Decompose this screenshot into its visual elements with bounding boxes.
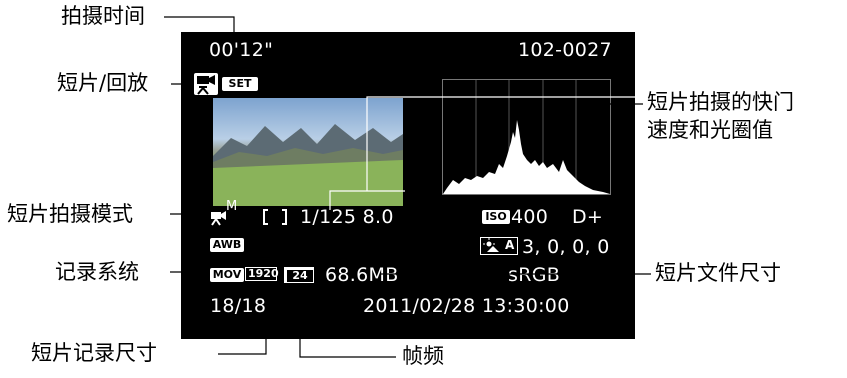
landscape-image	[213, 124, 403, 206]
iso-value: 400	[511, 206, 549, 228]
callout-movie-shooting-mode: 短片拍摄模式	[7, 202, 133, 226]
histogram-graph	[443, 80, 610, 194]
folder-file-number: 102-0027	[518, 39, 612, 61]
movie-mode-icon	[209, 204, 237, 226]
movie-camera-icon	[194, 73, 218, 95]
picture-style-values: 3, 0, 0, 0	[522, 236, 610, 258]
iso-badge: ISO	[482, 210, 510, 224]
callout-movie-file-size: 短片文件尺寸	[655, 261, 781, 285]
set-badge: SET	[222, 77, 258, 91]
callout-movie-playback: 短片/回放	[57, 71, 149, 95]
mov-badge: MOV	[210, 268, 244, 282]
highlight-tone-priority: D+	[572, 206, 604, 228]
movie-mode-suffix: M	[226, 199, 238, 214]
histogram	[442, 79, 611, 195]
callout-frame-rate: 帧频	[402, 344, 444, 368]
movie-thumbnail	[213, 98, 403, 206]
shutter-aperture-value: 1/125 8.0	[300, 206, 394, 228]
callout-movie-recording-size: 短片记录尺寸	[31, 341, 157, 365]
date-time: 2011/02/28 13:30:00	[363, 295, 570, 317]
picture-style-letter: A	[505, 238, 515, 252]
elapsed-time: 00'12"	[209, 39, 274, 61]
callout-shooting-time: 拍摄时间	[61, 4, 145, 28]
frame-rate-badge: 24	[284, 267, 314, 283]
recording-size-badge: 1920	[245, 267, 279, 281]
picture-style-icon: A	[480, 237, 518, 255]
frame-counter: 18/18	[210, 295, 267, 317]
callout-shutter-aperture-line1: 短片拍摄的快门	[647, 90, 794, 114]
file-size-value: 68.6MB	[325, 264, 399, 286]
callout-shutter-aperture-line2: 速度和光圈值	[647, 118, 773, 142]
metering-icon	[262, 208, 288, 226]
callout-recording-system: 记录系统	[55, 260, 139, 284]
white-balance-badge: AWB	[210, 238, 244, 252]
color-space-value: sRGB	[508, 264, 561, 286]
